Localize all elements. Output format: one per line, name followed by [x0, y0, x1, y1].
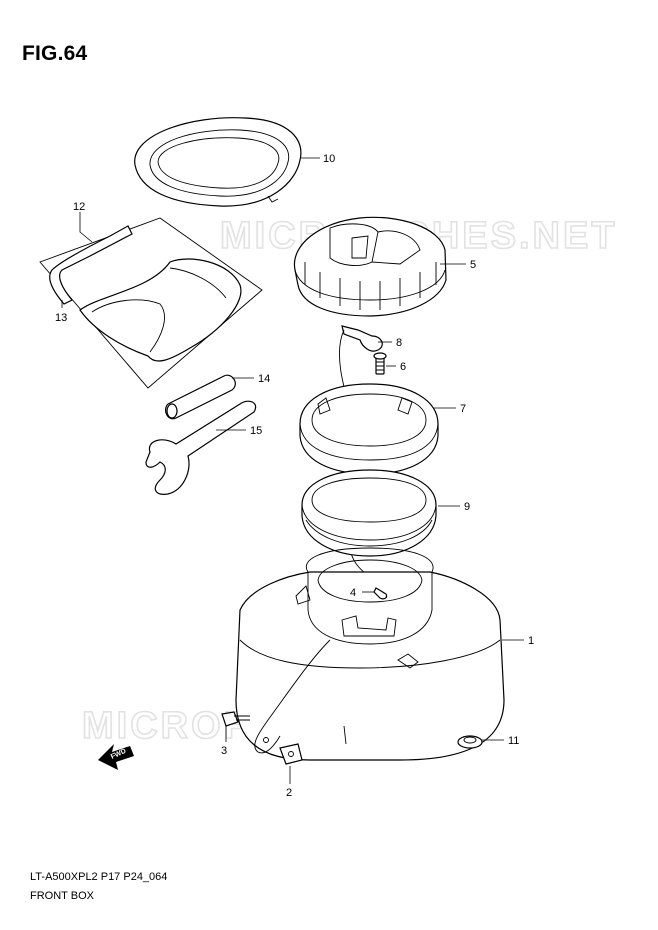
callout-9: 9 [464, 501, 470, 513]
callout-3: 3 [221, 745, 227, 757]
callout-10: 10 [323, 153, 335, 165]
part-13-tool-bag [79, 258, 242, 362]
figure-code: LT-A500XPL2 P17 P24_064 [30, 871, 168, 883]
callout-5: 5 [470, 259, 476, 271]
callout-8: 8 [396, 337, 402, 349]
figure-name: FRONT BOX [30, 890, 94, 902]
callout-6: 6 [400, 361, 406, 373]
part-7-retaining-ring [299, 383, 439, 475]
callout-11: 11 [508, 735, 519, 747]
part-9-threaded-ring [301, 469, 437, 557]
callout-13: 13 [55, 312, 67, 324]
part-2-clip-nut [279, 743, 303, 765]
part-3-screw [221, 711, 250, 727]
part-10-seal-ring [134, 117, 302, 207]
direction-indicator: FWD [98, 744, 134, 770]
part-6-screw [373, 352, 387, 375]
callout-12: 12 [73, 201, 85, 213]
figure-title: FIG.64 [22, 42, 88, 65]
part-14-handle-rod [164, 374, 236, 420]
part-11-grommet [457, 735, 483, 749]
callout-leader-lines [61, 157, 524, 784]
callout-15: 15 [250, 425, 262, 437]
tool-kit-group [39, 217, 263, 389]
part-1-front-box [235, 547, 505, 761]
callout-14: 14 [258, 373, 270, 385]
part-12-tube [49, 225, 133, 305]
part-8-wire-clip [341, 325, 383, 352]
callout-2: 2 [286, 787, 292, 799]
part-4-small-bolt [373, 587, 388, 600]
callout-4: 4 [350, 587, 356, 599]
callout-7: 7 [460, 403, 466, 415]
part-15-spanner [145, 400, 257, 495]
callout-1: 1 [528, 635, 534, 647]
part-5-front-box-cap [293, 216, 447, 317]
